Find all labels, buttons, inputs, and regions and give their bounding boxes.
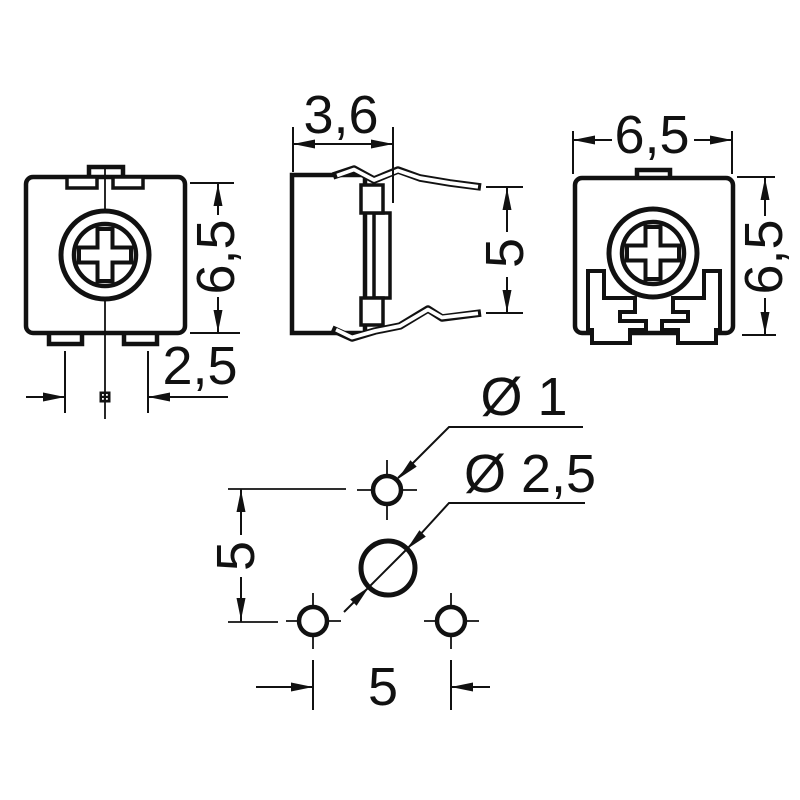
dim-text-rear-height: 6,5: [734, 219, 794, 294]
phillips-cross-icon: [77, 227, 133, 283]
dim-front-pin-offset: 2,5: [26, 336, 238, 413]
footprint-view: Ø 1 Ø 2,5 5 5: [206, 367, 596, 717]
phillips-screw-rear: [606, 206, 700, 300]
dim-text-side-lead-spacing: 5: [475, 238, 535, 268]
side-lead-bottom: [330, 305, 482, 342]
label-large-hole: Ø 2,5: [406, 444, 596, 550]
dim-rear-width: 6,5: [572, 105, 733, 174]
dim-footprint-horizontal-pitch: 5: [256, 657, 490, 717]
dim-rear-height: 6,5: [734, 176, 794, 336]
rear-view: 6,5 6,5: [572, 105, 794, 345]
label-small-hole: Ø 1: [397, 367, 583, 479]
label-large-hole-diameter: Ø 2,5: [464, 444, 596, 504]
side-notch-top: [359, 183, 385, 215]
hole-center: [343, 538, 418, 613]
hole-bottom-right: [424, 593, 479, 649]
dim-front-height: 6,5: [186, 182, 246, 334]
label-small-hole-diameter: Ø 1: [480, 367, 567, 427]
dim-text-footprint-vertical-pitch: 5: [206, 541, 266, 571]
front-notch-right: [111, 175, 145, 190]
side-rotor-strip: [372, 211, 392, 300]
side-view: 3,6 5: [289, 85, 535, 342]
side-body: [289, 172, 368, 336]
dim-text-footprint-horizontal-pitch: 5: [368, 657, 398, 717]
hole-bottom-left: [286, 593, 341, 649]
rear-clip-left: [586, 269, 648, 345]
dim-text-front-pin-offset: 2,5: [162, 336, 237, 396]
dim-text-front-height: 6,5: [186, 219, 246, 294]
hole-top: [357, 460, 417, 520]
dim-text-rear-width: 6,5: [614, 105, 689, 165]
phillips-screw-front: [58, 208, 152, 302]
dim-footprint-vertical-pitch: 5: [206, 488, 346, 623]
side-lead-top: [331, 165, 482, 191]
dim-side-lead-spacing: 5: [475, 186, 535, 314]
rear-clip-right: [660, 269, 722, 345]
dim-text-side-depth: 3,6: [303, 85, 378, 145]
phillips-cross-icon: [625, 225, 681, 281]
center-pin-mark: [99, 391, 111, 403]
front-notch-left: [65, 175, 99, 190]
dim-side-depth: 3,6: [292, 85, 394, 203]
front-view: 6,5 2,5: [23, 164, 246, 419]
side-notch-bottom: [359, 296, 385, 327]
